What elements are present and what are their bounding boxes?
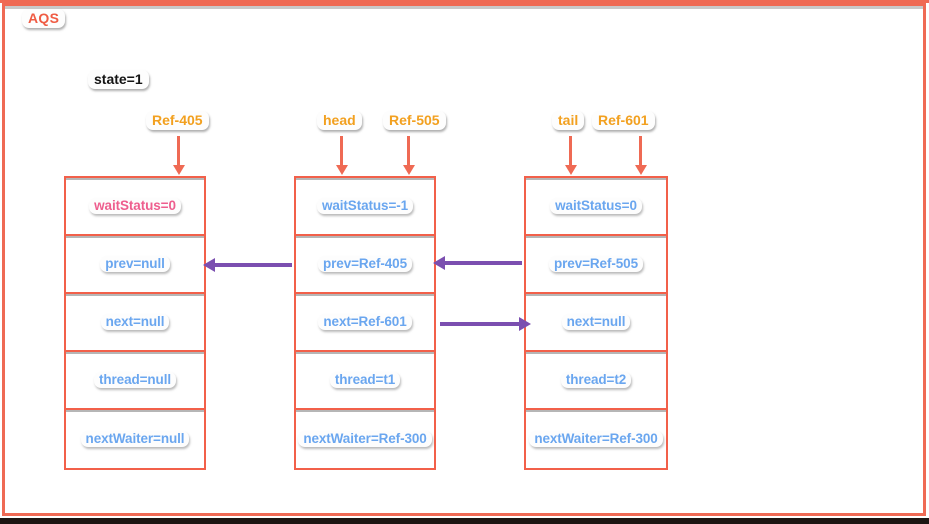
node-ref-601-cell-thread: thread=t2 <box>526 352 666 410</box>
diagram-title: AQS <box>22 9 66 29</box>
node-ref-601-nextWaiter-label: nextWaiter=Ref-300 <box>529 431 663 447</box>
node-ref-505-cell-prev: prev=Ref-405 <box>296 236 434 294</box>
node-ref-405-thread-label: thread=null <box>93 372 177 388</box>
ptr-ref-601-arrow-icon <box>634 136 647 175</box>
ptr-ref-505-label: Ref-505 <box>383 111 446 131</box>
node-ref-505-nextWaiter-label: nextWaiter=Ref-300 <box>298 431 432 447</box>
bottom-band <box>0 518 929 524</box>
node-ref-505-next-label: next=Ref-601 <box>318 314 412 330</box>
node-ref-405-next-label: next=null <box>100 314 170 330</box>
frame-inner-shadow <box>5 6 923 9</box>
state-label: state=1 <box>88 70 149 90</box>
ptr-tail-label: tail <box>552 111 585 131</box>
node-ref-601-cell-waitStatus: waitStatus=0 <box>526 178 666 236</box>
top-accent-bar <box>0 0 929 3</box>
node-ref-505-waitStatus-label: waitStatus=-1 <box>316 198 414 214</box>
ptr-ref-405-label: Ref-405 <box>146 111 209 131</box>
node-ref-405-cell-waitStatus: waitStatus=0 <box>66 178 204 236</box>
node-ref-601-cell-next: next=null <box>526 294 666 352</box>
ptr-head-label: head <box>317 111 362 131</box>
node-ref-405-cell-next: next=null <box>66 294 204 352</box>
link-prev-601-to-505 <box>433 256 524 270</box>
node-ref-405: waitStatus=0 prev=null next=null thread=nul… <box>64 176 206 470</box>
node-ref-405-prev-label: prev=null <box>100 256 170 272</box>
node-ref-601-cell-nextWaiter: nextWaiter=Ref-300 <box>526 410 666 468</box>
node-ref-601: waitStatus=0 prev=Ref-505 next=null thread=… <box>524 176 668 470</box>
node-ref-601-thread-label: thread=t2 <box>560 372 632 388</box>
node-ref-405-waitStatus-label: waitStatus=0 <box>89 198 181 214</box>
node-ref-405-cell-prev: prev=null <box>66 236 204 294</box>
link-next-505-to-601 <box>440 317 531 331</box>
node-ref-505-cell-nextWaiter: nextWaiter=Ref-300 <box>296 410 434 468</box>
ptr-ref-601-label: Ref-601 <box>592 111 655 131</box>
node-ref-601-prev-label: prev=Ref-505 <box>549 256 643 272</box>
node-ref-601-waitStatus-label: waitStatus=0 <box>550 198 642 214</box>
node-ref-405-nextWaiter-label: nextWaiter=null <box>80 431 190 447</box>
ptr-ref-405-arrow-icon <box>172 136 185 175</box>
node-ref-405-cell-thread: thread=null <box>66 352 204 410</box>
node-ref-505-prev-label: prev=Ref-405 <box>318 256 412 272</box>
node-ref-601-cell-prev: prev=Ref-505 <box>526 236 666 294</box>
node-ref-505-cell-next: next=Ref-601 <box>296 294 434 352</box>
node-ref-505-cell-thread: thread=t1 <box>296 352 434 410</box>
ptr-head-arrow-icon <box>335 136 348 175</box>
node-ref-505-cell-waitStatus: waitStatus=-1 <box>296 178 434 236</box>
node-ref-405-cell-nextWaiter: nextWaiter=null <box>66 410 204 468</box>
node-ref-505-thread-label: thread=t1 <box>329 372 401 388</box>
node-ref-505: waitStatus=-1 prev=Ref-405 next=Ref-601 thr… <box>294 176 436 470</box>
ptr-tail-arrow-icon <box>564 136 577 175</box>
link-prev-505-to-405 <box>203 258 294 272</box>
node-ref-601-next-label: next=null <box>561 314 631 330</box>
ptr-ref-505-arrow-icon <box>402 136 415 175</box>
